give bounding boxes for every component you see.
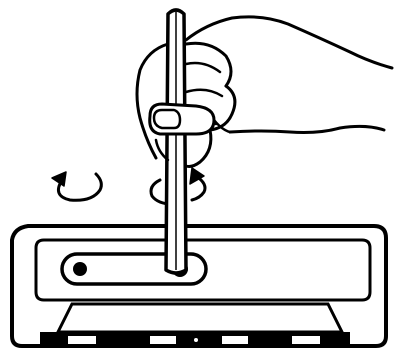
cassette-reel-left bbox=[73, 262, 87, 276]
cassette-hole-1 bbox=[68, 336, 96, 344]
hand-index-finger bbox=[137, 44, 168, 158]
hand-back bbox=[186, 17, 392, 68]
hand-knuckle-1 bbox=[186, 63, 220, 72]
pencil-icon bbox=[166, 10, 186, 273]
cassette-hole-4 bbox=[292, 336, 320, 344]
cassette-screw bbox=[194, 338, 198, 342]
cassette-head-area bbox=[58, 304, 342, 332]
cassette-tape-icon bbox=[12, 226, 386, 346]
cassette-hole-2 bbox=[150, 336, 176, 344]
hand-thumbnail bbox=[154, 110, 180, 128]
hand-knuckle-2 bbox=[186, 90, 222, 96]
hand-wrist-under bbox=[230, 126, 384, 132]
cassette-hole-3 bbox=[222, 336, 248, 344]
